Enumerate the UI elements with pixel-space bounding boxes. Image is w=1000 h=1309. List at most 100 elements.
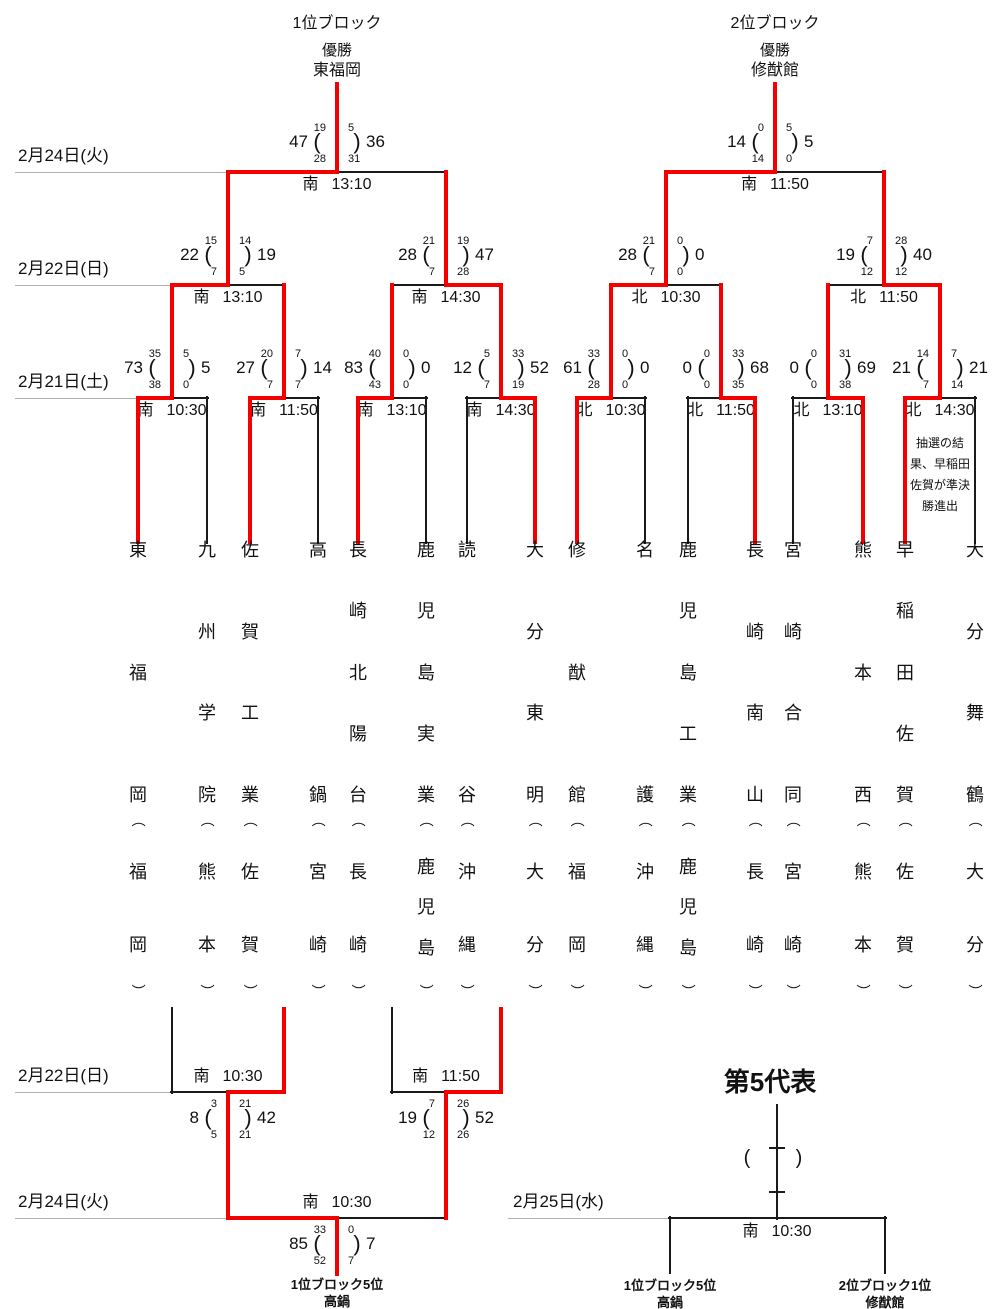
qf8-right-leg: [974, 396, 976, 544]
qf6-score: 0()68: [621, 357, 821, 379]
qf5-score: 61()0: [511, 357, 711, 379]
sf1-open-paren: (: [204, 242, 212, 267]
cfinal-venue: 南: [302, 1194, 319, 1211]
csf1-right-leg: [282, 1007, 286, 1094]
team-school-char: 児: [679, 601, 697, 621]
lottery-note: 抽選の結果、早稲田佐賀が準決勝進出: [909, 436, 970, 513]
date-quarterfinal-round: 2月21日(土): [18, 372, 109, 391]
sf1-kickoff: 13:10: [222, 289, 263, 306]
qf4-open-paren: (: [477, 355, 485, 380]
qf5-open-paren: (: [587, 355, 595, 380]
sf4-half2-right: 12: [895, 266, 908, 278]
qf3-half1-left: 40: [368, 348, 381, 360]
qf4-kickoff: 14:30: [495, 402, 536, 419]
qf7-advance-line: [826, 283, 830, 400]
csf2-close-paren: ): [462, 1105, 470, 1130]
qf5-kickoff: 10:30: [605, 402, 646, 419]
qf8-half1-left: 14: [916, 348, 929, 360]
csf2-left-leg: [391, 1007, 393, 1094]
team-pref-char: 佐: [896, 862, 914, 882]
team-school-char: 修: [568, 540, 586, 560]
qf7-half2-right: 38: [839, 379, 852, 391]
qf1-bar-left: [136, 396, 174, 400]
final2-half1-right: 5: [786, 122, 793, 134]
sf4-score: 19()40: [784, 244, 984, 266]
qf6-kickoff: 11:50: [716, 402, 755, 419]
sf3-bar-right: [664, 284, 723, 286]
qf4-score-left: 12: [453, 358, 472, 377]
sf2-score-left: 28: [398, 245, 417, 264]
final1-half2-right: 31: [348, 153, 361, 165]
final1-bar-right: [335, 171, 448, 173]
rep5-left-leg: [669, 1216, 671, 1274]
sf2-score-right: 47: [475, 245, 494, 264]
qf6-left-leg: [687, 396, 689, 544]
qf1-score-left: 73: [124, 358, 143, 377]
team-pref-char: 賀: [896, 935, 914, 955]
block1-champion: 東福岡: [312, 62, 361, 79]
team-column-12: 長崎南山（長崎）: [744, 540, 766, 1006]
team-school-char: 宮: [784, 540, 802, 560]
vertical-close-paren: ）: [637, 984, 653, 998]
csf1-bar-left: [170, 1091, 230, 1093]
qf8-bar-left: [903, 396, 942, 400]
qf1-left-leg: [136, 396, 140, 544]
team-pref-char: 大: [966, 862, 984, 882]
date-consolation-final: 2月24日(火): [18, 1192, 109, 1211]
qf2-advance-line: [282, 283, 286, 400]
vertical-open-paren: （: [199, 813, 215, 827]
sf1-half2-right: 5: [239, 266, 246, 278]
fifth-rep-left-source-line2: 高鍋: [656, 1295, 683, 1309]
vertical-open-paren: （: [785, 813, 801, 827]
team-pref-char: 熊: [198, 862, 216, 882]
final1-half1-right: 5: [348, 122, 355, 134]
qf4-half2-right: 19: [512, 379, 525, 391]
sf3-kickoff: 10:30: [660, 289, 701, 306]
team-school-char: 佐: [241, 540, 259, 560]
qf6-advance-line: [719, 283, 723, 400]
qf3-left-leg: [356, 396, 360, 544]
team-pref-char: 佐: [241, 862, 259, 882]
cfinal-score-left: 85: [289, 1234, 308, 1253]
final2-kickoff: 11:50: [770, 176, 809, 193]
qf3-score-right: 0: [421, 358, 431, 377]
qf1-half2-right: 0: [183, 379, 190, 391]
team-pref-char: 長: [349, 862, 367, 882]
qf4-venue: 南: [466, 402, 483, 419]
sf3-close-paren: ): [682, 242, 690, 267]
cfinal-close-paren: ): [353, 1231, 361, 1256]
final2-half2-right: 0: [786, 153, 793, 165]
qf3-score-left: 83: [344, 358, 363, 377]
qf3-open-paren: (: [368, 355, 376, 380]
csf1-venue: 南: [193, 1068, 210, 1085]
team-school-char: 崎: [784, 622, 802, 642]
team-pref-char: 縄: [636, 935, 654, 955]
team-school-char: 業: [241, 785, 259, 805]
team-school-char: 館: [568, 785, 586, 805]
qf1-kickoff: 10:30: [166, 402, 207, 419]
qf7-bar-left: [791, 397, 830, 399]
qf2-venue: 南: [250, 402, 267, 419]
sf2-score: 28()47: [346, 244, 546, 266]
qf5-venue: 北: [576, 402, 593, 419]
csf1-score-left: 8: [189, 1108, 199, 1127]
csf1-advance-line: [226, 1090, 230, 1220]
sf3-half1-left: 21: [642, 235, 655, 247]
final2-half2-left: 14: [751, 153, 764, 165]
csf2-right-leg: [499, 1007, 503, 1094]
qf7-score: 0()69: [728, 357, 928, 379]
block2-title: 2位ブロック: [730, 15, 820, 32]
sf4-half2-left: 12: [860, 266, 873, 278]
csf2-half2-right: 26: [457, 1129, 470, 1141]
rep5-half1-tick: [769, 1147, 785, 1149]
cfinal-half2-right: 7: [348, 1255, 355, 1267]
qf6-half1-right: 33: [732, 348, 745, 360]
date-semifinal-round: 2月22日(日): [18, 259, 109, 278]
qf8-half2-right: 14: [951, 379, 964, 391]
team-school-char: 東: [526, 703, 544, 723]
vertical-close-paren: ）: [242, 984, 258, 998]
team-school-char: 島: [679, 663, 697, 683]
final2-bar-right: [773, 171, 886, 173]
